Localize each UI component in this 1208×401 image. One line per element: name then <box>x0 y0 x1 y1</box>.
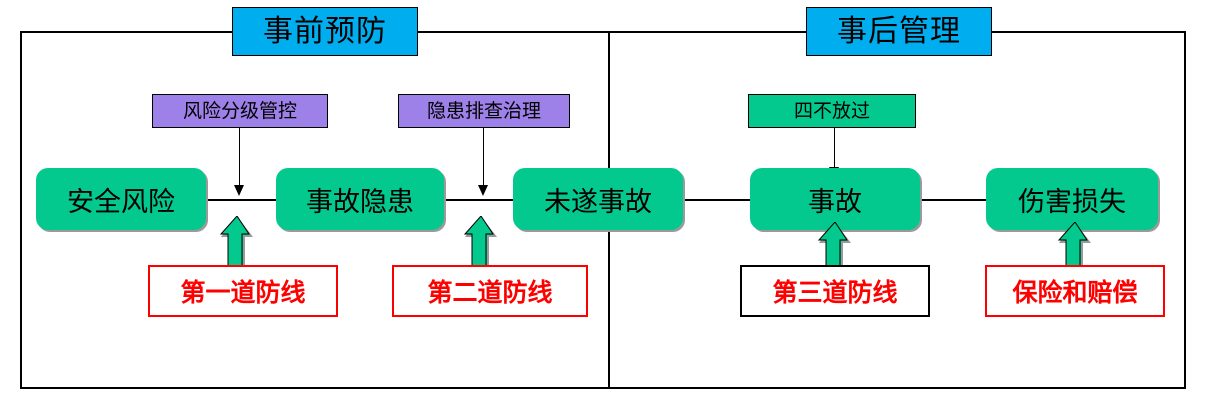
connector-safety-risk-to-accident-hazard <box>204 199 278 201</box>
stage-box-safety-risk[interactable]: 安全风险 <box>36 168 206 230</box>
defense-box-second-defense-line[interactable]: 第二道防线 <box>392 265 588 317</box>
control-box-four-no-pass: 四不放过 <box>748 94 916 128</box>
connector-accident-hazard-to-near-miss <box>442 199 515 201</box>
stage-box-injury-loss[interactable]: 伤害损失 <box>986 168 1158 230</box>
defense-box-insurance-compensation[interactable]: 保险和赔偿 <box>985 265 1165 317</box>
down-arrow-risk-grading-icon <box>234 128 245 196</box>
section-title-post-management: 事后管理 <box>806 7 992 56</box>
defense-box-third-defense-line[interactable]: 第三道防线 <box>740 265 930 317</box>
stage-box-accident-hazard[interactable]: 事故隐患 <box>276 168 444 230</box>
stage-box-accident[interactable]: 事故 <box>750 168 920 230</box>
connector-near-miss-to-accident <box>682 199 754 201</box>
defense-box-first-defense-line[interactable]: 第一道防线 <box>148 265 338 317</box>
control-box-hazard-investigation: 隐患排查治理 <box>398 94 570 128</box>
connector-accident-to-injury-loss <box>918 199 988 201</box>
control-box-risk-grading-control: 风险分级管控 <box>152 94 328 128</box>
stage-box-near-miss[interactable]: 未遂事故 <box>513 168 683 230</box>
section-title-pre-prevention: 事前预防 <box>232 7 418 56</box>
down-arrow-hazard-investigation-icon <box>478 128 489 196</box>
up-arrow-first-defense-icon <box>220 216 254 276</box>
